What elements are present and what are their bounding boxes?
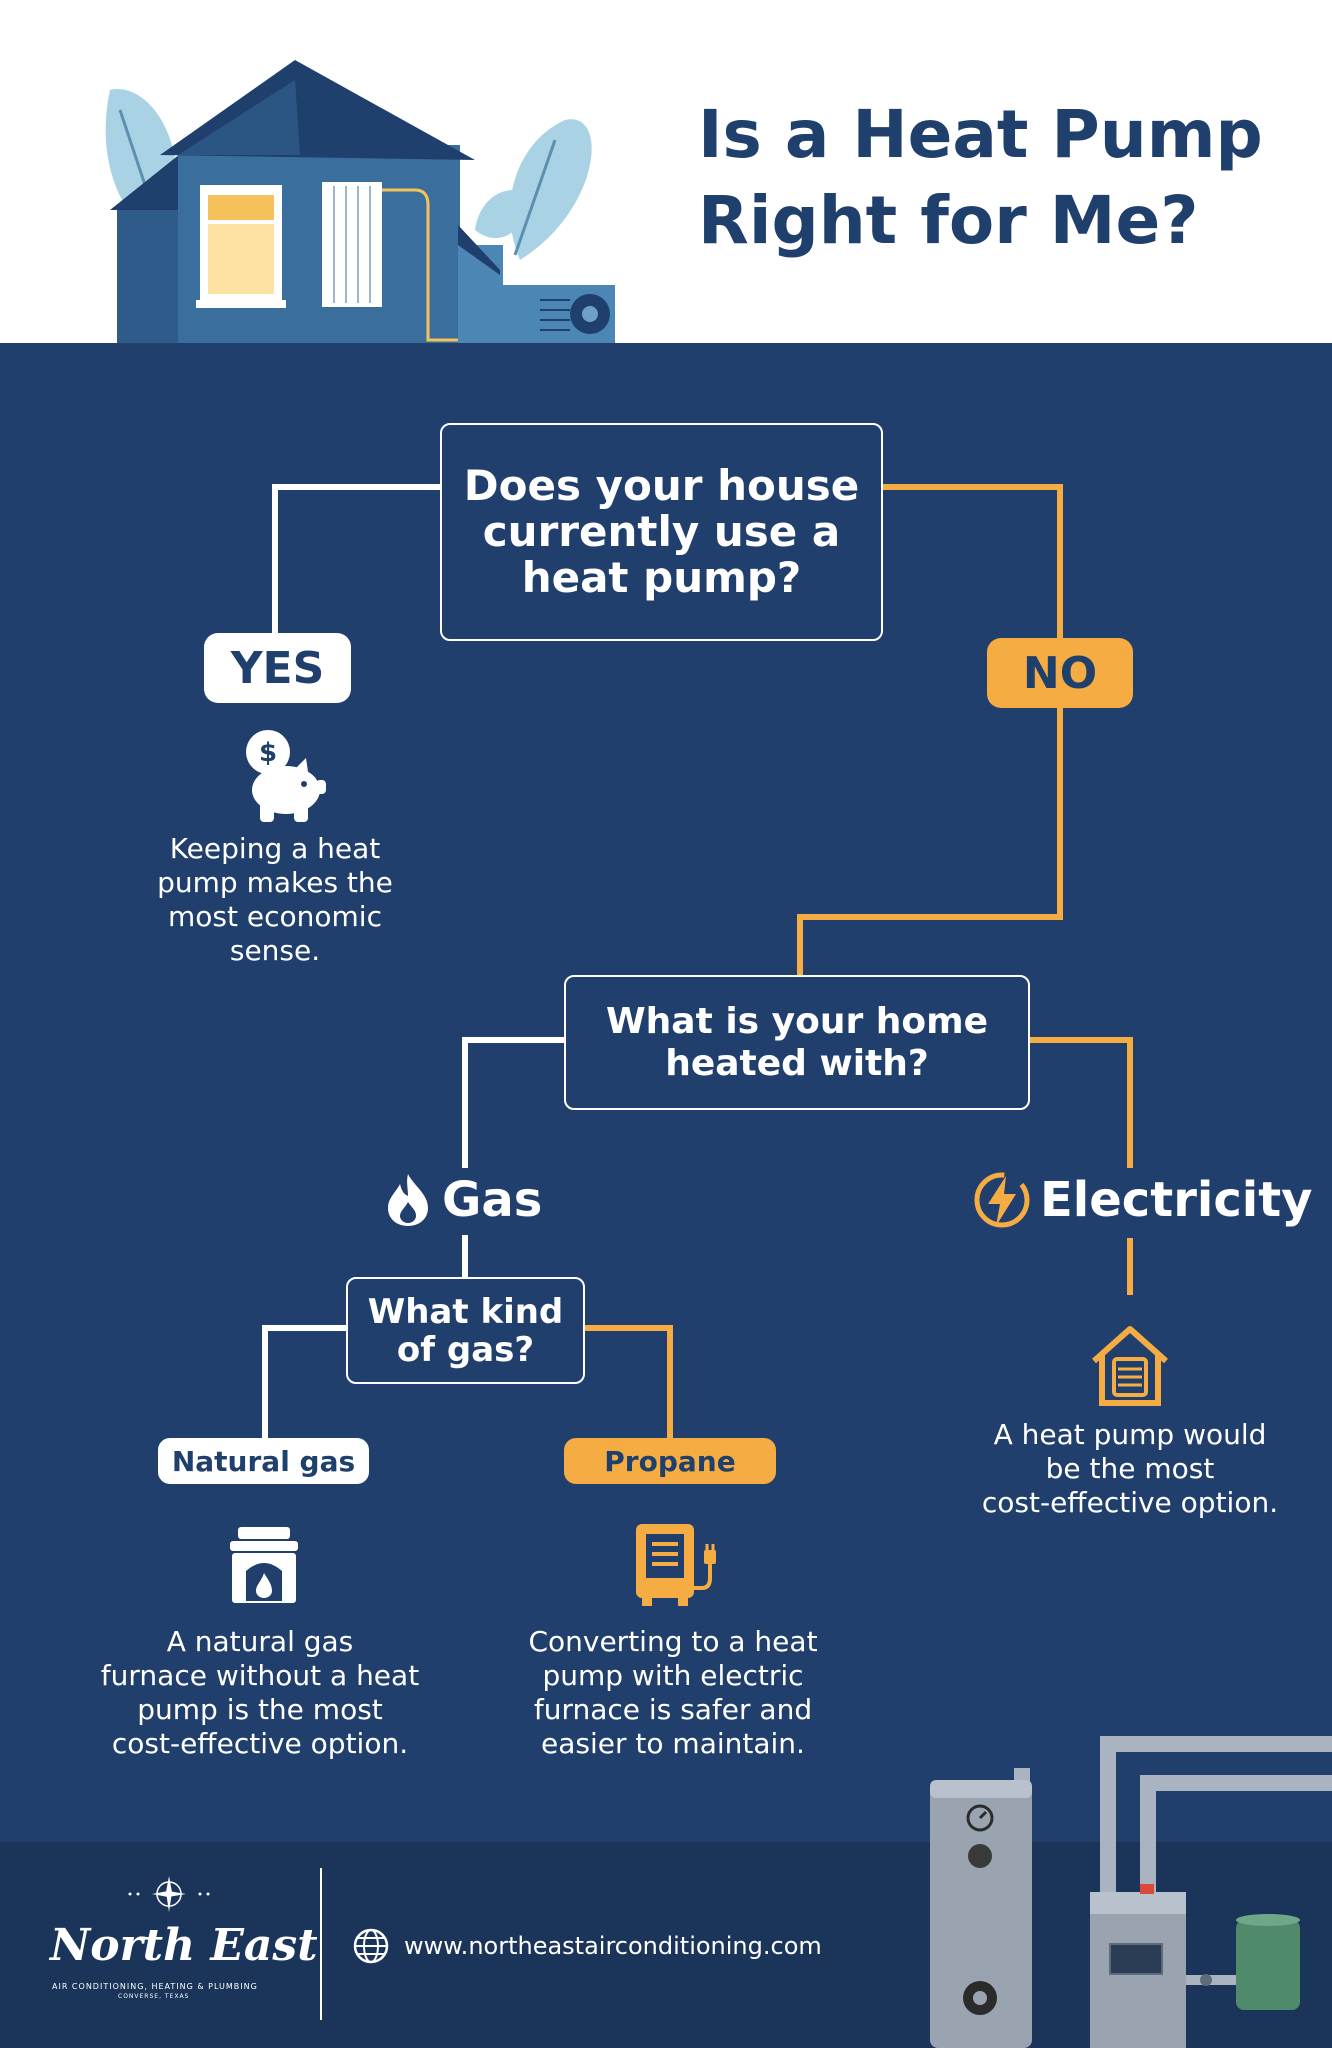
q2-line-1: What is your home xyxy=(605,1000,989,1042)
electricity-desc-line-3: cost-effective option. xyxy=(981,1486,1279,1519)
yes-desc-line-1: Keeping a heat xyxy=(169,832,381,865)
title-line-2: Right for Me? xyxy=(698,182,1199,259)
natural-gas-badge: Natural gas xyxy=(158,1438,369,1484)
globe-icon xyxy=(353,1928,389,1964)
connector-q3-natural-gas xyxy=(262,1325,348,1442)
propane-desc-line-4: easier to maintain. xyxy=(541,1727,805,1760)
question-gas-type: What kind of gas? xyxy=(346,1277,585,1384)
q1-line-1: Does your house xyxy=(463,461,860,510)
propane-desc-line-3: furnace is safer and xyxy=(533,1693,813,1726)
natural-gas-desc-line-3: pump is the most xyxy=(137,1693,383,1726)
gas-branch-label: Gas xyxy=(384,1166,542,1234)
connector-q1-yes xyxy=(272,484,442,640)
yes-desc-line-3: most economic xyxy=(168,900,382,933)
electricity-desc-line-1: A heat pump would xyxy=(993,1418,1267,1451)
connector-no-q2 xyxy=(797,708,1063,978)
propane-desc-line-1: Converting to a heat xyxy=(528,1625,818,1658)
electric-furnace-icon xyxy=(636,1524,716,1606)
connector-q2-electricity xyxy=(1029,1037,1133,1168)
connector-q2-gas xyxy=(462,1037,566,1168)
natural-gas-result-text: A natural gas furnace without a heat pum… xyxy=(75,1625,445,1761)
natural-gas-desc-line-2: furnace without a heat xyxy=(100,1659,420,1692)
brand-location: CONVERSE, TEXAS xyxy=(118,1993,190,2000)
yes-badge: YES xyxy=(204,633,351,703)
title-line-1: Is a Heat Pump xyxy=(698,96,1263,173)
yes-desc-line-2: pump makes the xyxy=(157,866,393,899)
fireplace-furnace-icon xyxy=(230,1527,298,1603)
electricity-label: Electricity xyxy=(1040,1172,1313,1228)
propane-badge: Propane xyxy=(564,1438,776,1484)
electricity-branch-label: Electricity xyxy=(974,1166,1312,1234)
yes-desc-line-4: sense. xyxy=(229,934,321,967)
q2-line-2: heated with? xyxy=(665,1042,929,1084)
electricity-desc-line-2: be the most xyxy=(1045,1452,1215,1485)
natural-gas-desc-line-1: A natural gas xyxy=(166,1625,354,1658)
footer-divider xyxy=(320,1868,322,2020)
propane-desc-line-2: pump with electric xyxy=(542,1659,804,1692)
electricity-result-text: A heat pump would be the most cost-effec… xyxy=(960,1418,1300,1520)
natural-gas-desc-line-4: cost-effective option. xyxy=(111,1727,409,1760)
question-heating-source: What is your home heated with? xyxy=(564,975,1030,1110)
q3-line-2: of gas? xyxy=(396,1329,535,1370)
page-title: Is a Heat Pump Right for Me? xyxy=(698,92,1298,264)
house-heat-pump-icon xyxy=(1092,1326,1168,1406)
q1-line-2: currently use a xyxy=(482,507,841,556)
svg-text:$: $ xyxy=(259,738,277,768)
connector-q1-no xyxy=(882,484,1063,640)
website-link[interactable]: www.northeastairconditioning.com xyxy=(352,1927,822,1965)
no-badge: NO xyxy=(987,638,1133,708)
right-plant-illustration xyxy=(475,119,592,260)
connector-q3-propane xyxy=(583,1325,673,1442)
lightning-bolt-icon xyxy=(974,1172,1030,1228)
propane-result-text: Converting to a heat pump with electric … xyxy=(503,1625,843,1761)
compass-rose-icon xyxy=(128,1876,210,1912)
brand-name: North East xyxy=(50,1920,318,1971)
question-current-heat-pump: Does your house currently use a heat pum… xyxy=(440,423,883,641)
gas-label: Gas xyxy=(442,1172,543,1228)
flame-icon xyxy=(388,1174,428,1226)
yes-result-text: Keeping a heat pump makes the most econo… xyxy=(130,832,420,968)
brand-tagline: AIR CONDITIONING, HEATING & PLUMBING xyxy=(52,1982,258,1991)
website-url[interactable]: www.northeastairconditioning.com xyxy=(404,1932,822,1960)
piggy-bank-dollar-icon: $ xyxy=(246,730,326,822)
q1-line-3: heat pump? xyxy=(521,553,802,602)
q3-line-1: What kind xyxy=(367,1291,564,1332)
